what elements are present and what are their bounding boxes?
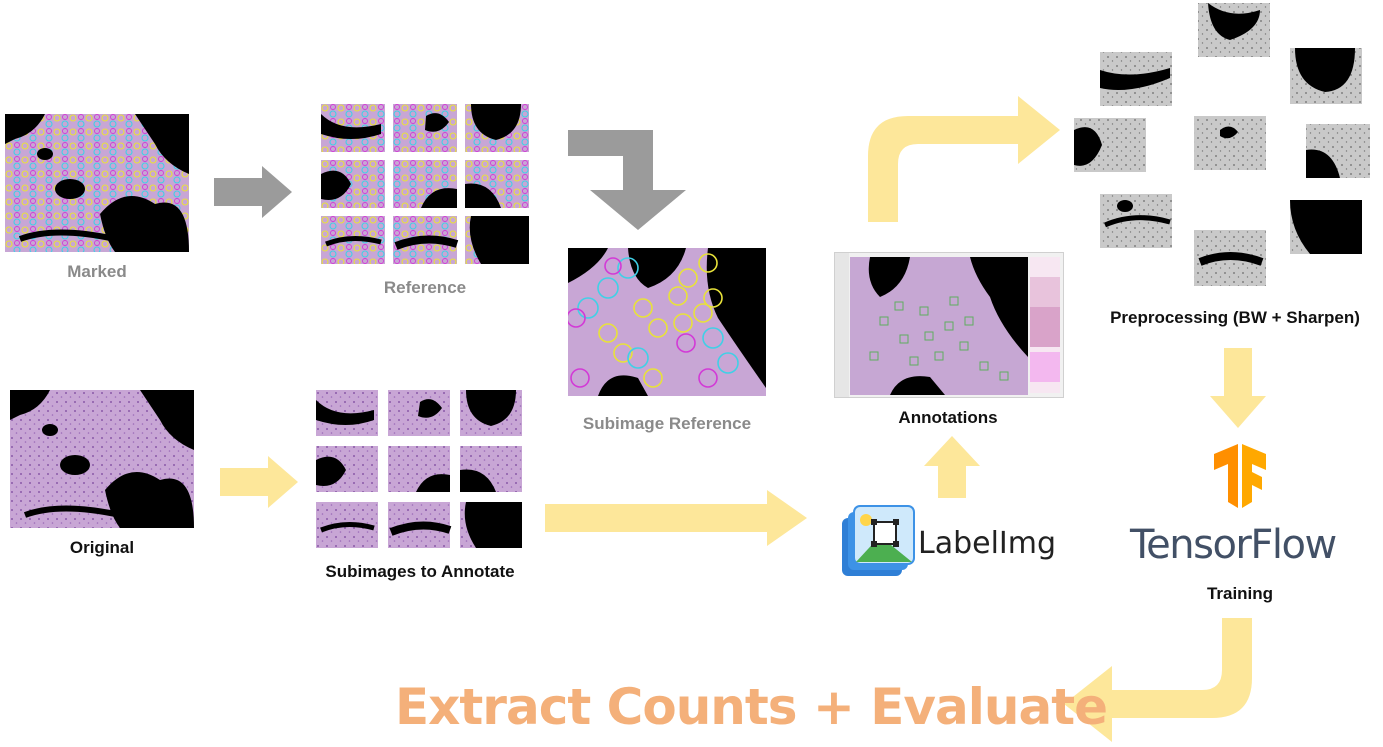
tensorflow-wordmark: TensorFlow <box>1130 522 1337 568</box>
subimage-reference-label: Subimage Reference <box>582 414 752 433</box>
original-image <box>10 390 194 528</box>
annotations-screenshot <box>834 252 1064 398</box>
yellow-arrow-right-long <box>545 490 807 546</box>
labelimg-logo <box>840 504 916 578</box>
yellow-arrow-up <box>924 436 980 498</box>
training-label: Training <box>1206 584 1274 603</box>
subimages-grid <box>316 390 522 548</box>
labelimg-toolbar <box>835 253 849 397</box>
yellow-arrow-down <box>1210 348 1266 428</box>
tensorflow-logo <box>1210 444 1270 508</box>
labelimg-wordmark: LabelImg <box>918 526 1057 561</box>
extract-counts-title: Extract Counts + Evaluate <box>395 678 1108 736</box>
annotations-label: Annotations <box>898 408 998 427</box>
yellow-bend-arrow-up-right <box>868 96 1060 222</box>
gray-arrow-right <box>214 166 292 218</box>
marked-image <box>5 114 189 252</box>
subimages-label: Subimages to Annotate <box>325 562 515 581</box>
gray-bend-arrow <box>568 130 686 230</box>
reference-grid <box>321 104 529 264</box>
preprocessing-label: Preprocessing (BW + Sharpen) <box>1110 308 1360 327</box>
subimage-reference-image <box>568 248 766 396</box>
reference-label: Reference <box>383 278 467 297</box>
preprocessing-tiles <box>1070 0 1378 300</box>
original-label: Original <box>69 538 135 557</box>
annotation-label-list <box>1030 257 1060 393</box>
marked-label: Marked <box>67 262 127 281</box>
yellow-bend-arrow-down-left <box>1064 618 1252 742</box>
annotation-canvas <box>850 257 1028 395</box>
yellow-arrow-right-1 <box>220 456 298 508</box>
